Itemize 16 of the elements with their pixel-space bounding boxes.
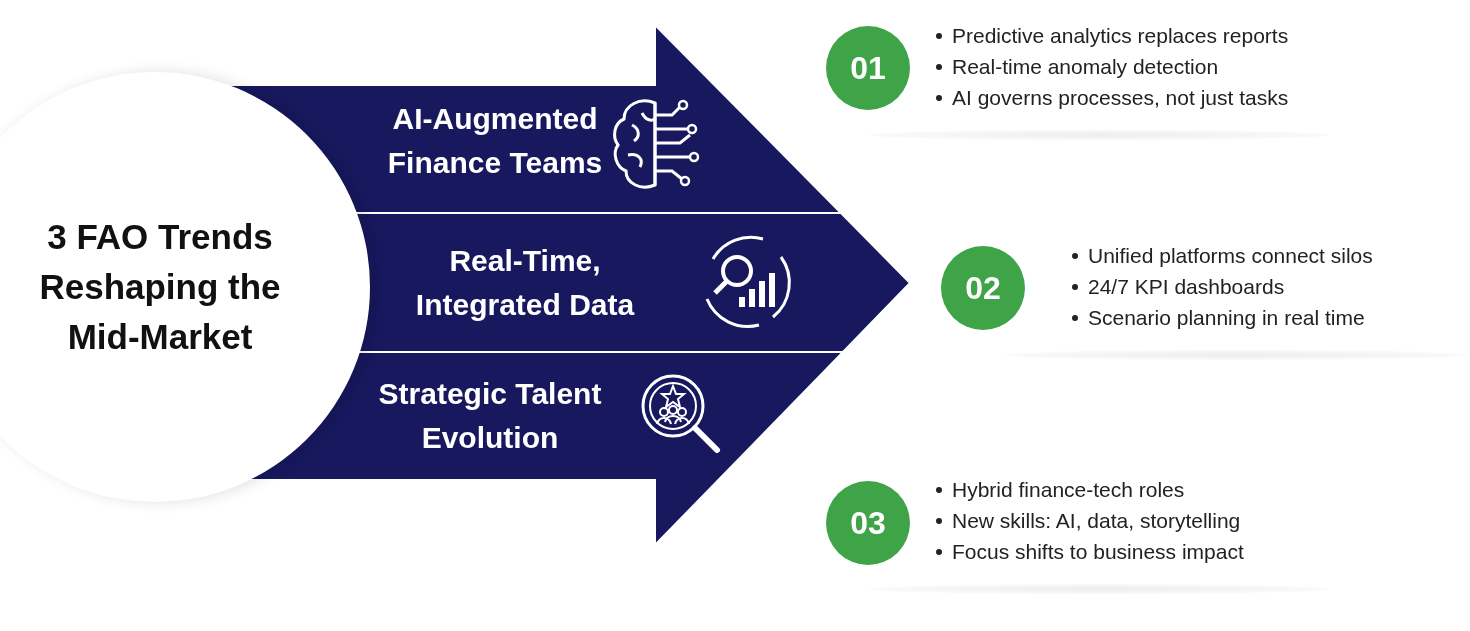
bullet-text: AI governs processes, not just tasks: [952, 86, 1289, 109]
bullet-text: Real-time anomaly detection: [952, 55, 1219, 78]
number-badge: 01: [826, 26, 910, 110]
number-badge: 02: [941, 246, 1025, 330]
band-title: Real-Time, Integrated Data: [414, 243, 636, 323]
bullet-text: New skills: AI, data, storytelling: [952, 509, 1241, 532]
bullet-text: Predictive analytics replaces reports: [952, 24, 1289, 47]
bullet-text: 24/7 KPI dashboards: [1088, 275, 1285, 298]
bullet-text: Focus shifts to business impact: [952, 540, 1244, 563]
bullet-text: Hybrid finance-tech roles: [952, 478, 1185, 501]
bullet-text: Scenario planning in real time: [1088, 306, 1365, 329]
band-title: AI-Augmented Finance Teams: [386, 101, 604, 181]
heading-text: 3 FAO Trends Reshaping the Mid-Market: [38, 216, 282, 358]
bullet-text: Unified platforms connect silos: [1088, 244, 1373, 267]
number-badge: 03: [826, 481, 910, 565]
band-title: Strategic Talent Evolution: [377, 376, 603, 456]
